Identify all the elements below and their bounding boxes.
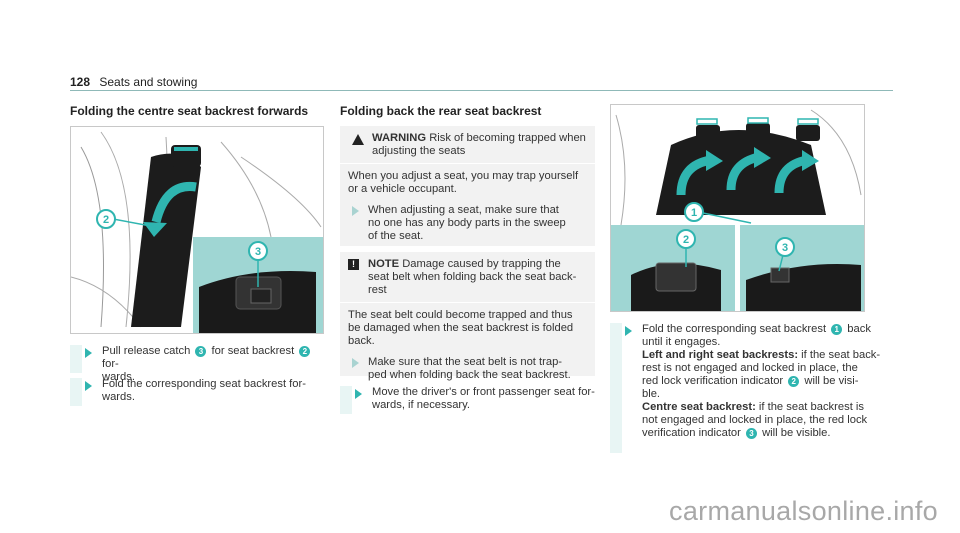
step-text: red lock verification indicator bbox=[642, 375, 787, 387]
note-text: seat belt when folding back the seat bac… bbox=[368, 271, 577, 283]
step-arrow-icon bbox=[85, 381, 92, 391]
note-step: Make sure that the seat belt is not trap… bbox=[348, 356, 587, 382]
step-subheading: Centre seat backrest: bbox=[642, 401, 756, 413]
warning-step: When adjusting a seat, make sure that no… bbox=[348, 204, 587, 243]
svg-text:3: 3 bbox=[782, 242, 788, 254]
note-head: ! NOTE Damage caused by trapping the sea… bbox=[340, 252, 595, 303]
note-text: ped when folding back the seat backrest. bbox=[368, 369, 571, 381]
note-text: Damage caused by trapping the bbox=[402, 258, 561, 270]
step-text: until it engages. bbox=[642, 336, 721, 348]
step-text: not engaged and locked in place, the red… bbox=[642, 414, 868, 426]
callout-3: 3 bbox=[745, 427, 757, 439]
note-text: be damaged when the seat backrest is fol… bbox=[348, 322, 574, 334]
warning-head: WARNING Risk of becoming trapped when ad… bbox=[340, 126, 595, 164]
step-text: Pull release catch bbox=[102, 345, 194, 357]
svg-text:3: 3 bbox=[255, 246, 261, 258]
callout-2: 2 bbox=[788, 375, 800, 387]
heading-fold-back: Folding back the rear seat backrest bbox=[340, 104, 542, 118]
note-body: The seat belt could become trapped and t… bbox=[340, 303, 595, 388]
warning-text: When you adjust a seat, you may trap you… bbox=[348, 170, 579, 182]
warning-label: WARNING bbox=[372, 132, 427, 144]
callout-1: 1 bbox=[831, 323, 843, 335]
heading-fold-centre: Folding the centre seat backrest forward… bbox=[70, 104, 309, 118]
svg-text:2: 2 bbox=[103, 214, 109, 226]
figure-centre-backrest: 2 3 bbox=[70, 126, 324, 334]
step-pull-catch: Pull release catch 3 for seat backrest 2… bbox=[102, 345, 327, 384]
note-box: ! NOTE Damage caused by trapping the sea… bbox=[340, 252, 595, 381]
step-text: Fold the corresponding seat backrest bbox=[642, 323, 830, 335]
step-text: will be visi- bbox=[801, 375, 859, 387]
warning-text: adjusting the seats bbox=[372, 145, 466, 157]
step-text: ble. bbox=[642, 388, 661, 400]
page-number: 128 bbox=[70, 75, 91, 89]
step-move-front-seat: Move the driver's or front passenger sea… bbox=[372, 386, 597, 412]
warning-text: When adjusting a seat, make sure that bbox=[368, 204, 559, 216]
note-icon: ! bbox=[348, 259, 359, 270]
step-text: wards, if necessary. bbox=[372, 399, 471, 411]
warning-text: or a vehicle occupant. bbox=[348, 183, 457, 195]
step-fold-back: Fold the corresponding seat backrest 1 b… bbox=[642, 323, 882, 440]
watermark: carmanualsonline.info bbox=[669, 496, 938, 526]
step-text: wards. bbox=[102, 371, 135, 383]
svg-text:2: 2 bbox=[683, 234, 689, 246]
step-text: wards. bbox=[102, 391, 135, 403]
step-text: verification indicator bbox=[642, 427, 744, 439]
callout-3: 3 bbox=[195, 345, 207, 357]
step-text: back bbox=[844, 323, 871, 335]
step-text: if the seat backrest is bbox=[755, 401, 864, 413]
note-text: The seat belt could become trapped and t… bbox=[348, 309, 573, 321]
note-text: rest bbox=[368, 284, 387, 296]
step-arrow-icon bbox=[352, 358, 359, 368]
step-text: for seat backrest bbox=[208, 345, 298, 357]
step-arrow-icon bbox=[625, 326, 632, 336]
note-text: Make sure that the seat belt is not trap… bbox=[368, 356, 563, 368]
step-bar bbox=[70, 378, 82, 406]
warning-box: WARNING Risk of becoming trapped when ad… bbox=[340, 126, 595, 246]
step-text: will be visible. bbox=[758, 427, 831, 439]
warning-icon bbox=[352, 134, 364, 145]
section-title: Seats and stowing bbox=[99, 75, 198, 89]
step-fold-forwards: Fold the corresponding seat backrest for… bbox=[102, 378, 327, 404]
header-rule bbox=[70, 90, 893, 91]
svg-text:1: 1 bbox=[691, 207, 697, 219]
warning-body: When you adjust a seat, you may trap you… bbox=[340, 164, 595, 249]
note-label: NOTE bbox=[368, 258, 400, 270]
step-arrow-icon bbox=[85, 348, 92, 358]
figure-rear-backrests: 1 2 3 bbox=[610, 104, 865, 312]
note-text: back. bbox=[348, 335, 375, 347]
step-text: Fold the corresponding seat backrest for… bbox=[102, 378, 306, 390]
step-arrow-icon bbox=[355, 389, 362, 399]
illustration-rear-seats: 1 2 3 bbox=[611, 109, 864, 311]
warning-text: no one has any body parts in the sweep bbox=[368, 217, 566, 229]
step-text: rest is not engaged and locked in place,… bbox=[642, 362, 858, 374]
step-bar bbox=[340, 386, 352, 414]
step-arrow-icon bbox=[352, 206, 359, 216]
step-text: if the seat back- bbox=[798, 349, 881, 361]
illustration-centre-seat: 2 3 bbox=[71, 131, 323, 333]
callout-2: 2 bbox=[299, 345, 311, 357]
warning-text: Risk of becoming trapped when bbox=[429, 132, 586, 144]
step-bar bbox=[610, 323, 622, 453]
step-subheading: Left and right seat backrests: bbox=[642, 349, 799, 361]
step-bar bbox=[70, 345, 82, 373]
step-text: Move the driver's or front passenger sea… bbox=[372, 386, 595, 398]
warning-text: of the seat. bbox=[368, 230, 424, 242]
step-text: for- bbox=[102, 358, 119, 370]
page-header: 128 Seats and stowing bbox=[70, 75, 197, 89]
